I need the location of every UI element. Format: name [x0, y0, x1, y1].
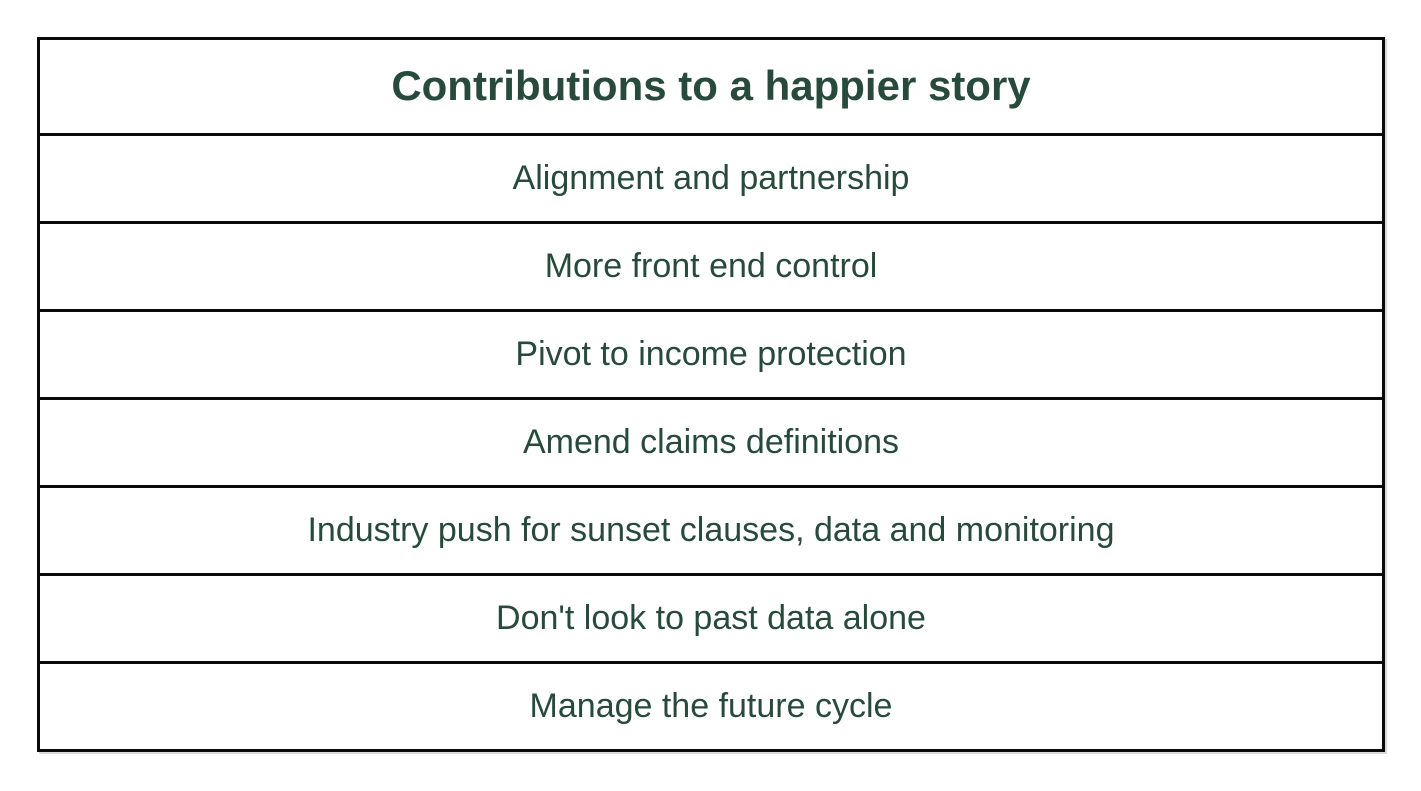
table-row-label: More front end control: [544, 246, 878, 285]
table-row-label: Don't look to past data alone: [496, 598, 926, 637]
table-row: More front end control: [40, 224, 1382, 312]
table-row: Industry push for sunset clauses, data a…: [40, 488, 1382, 576]
table-row: Manage the future cycle: [40, 664, 1382, 749]
happier-story-table: Contributions to a happier story Alignme…: [37, 37, 1385, 752]
table-row-label: Industry push for sunset clauses, data a…: [307, 510, 1115, 549]
table-row-label: Pivot to income protection: [515, 334, 907, 373]
table-row: Amend claims definitions: [40, 400, 1382, 488]
table-row: Don't look to past data alone: [40, 576, 1382, 664]
table-row-label: Alignment and partnership: [512, 158, 910, 197]
table-row-label: Amend claims definitions: [522, 422, 900, 461]
table-row: Alignment and partnership: [40, 136, 1382, 224]
table-row: Pivot to income protection: [40, 312, 1382, 400]
table-row-label: Manage the future cycle: [529, 686, 893, 725]
table-header-row: Contributions to a happier story: [40, 40, 1382, 136]
table-title: Contributions to a happier story: [391, 62, 1031, 110]
